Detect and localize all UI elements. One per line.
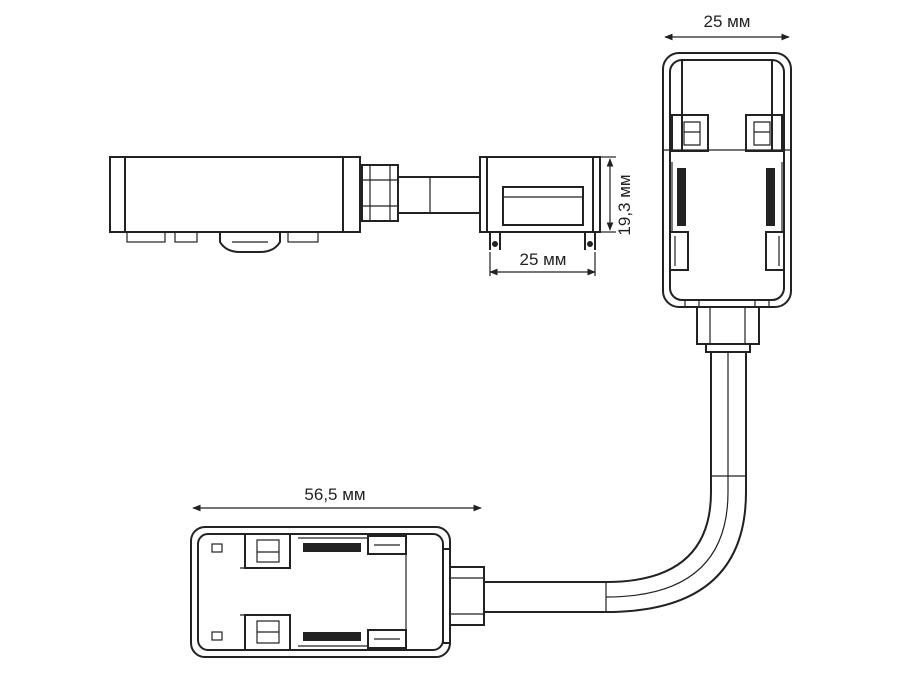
side-view-connector xyxy=(109,156,601,253)
dimension-side-height-label: 19,3 мм xyxy=(615,174,634,235)
dimension-bottom-length-label: 56,5 мм xyxy=(304,485,365,504)
dimension-bottom-length: 56,5 мм xyxy=(192,485,482,512)
flexible-cable xyxy=(483,352,747,613)
dimension-side-width-label: 25 мм xyxy=(519,250,566,269)
dimension-top-width-label: 25 мм xyxy=(703,12,750,31)
dimension-top-width: 25 мм xyxy=(664,12,790,41)
bottom-view-connector xyxy=(190,526,485,658)
dimension-side-height: 19,3 мм xyxy=(600,156,634,236)
top-view-connector xyxy=(662,52,792,353)
dimension-side-width: 25 мм xyxy=(489,250,596,276)
